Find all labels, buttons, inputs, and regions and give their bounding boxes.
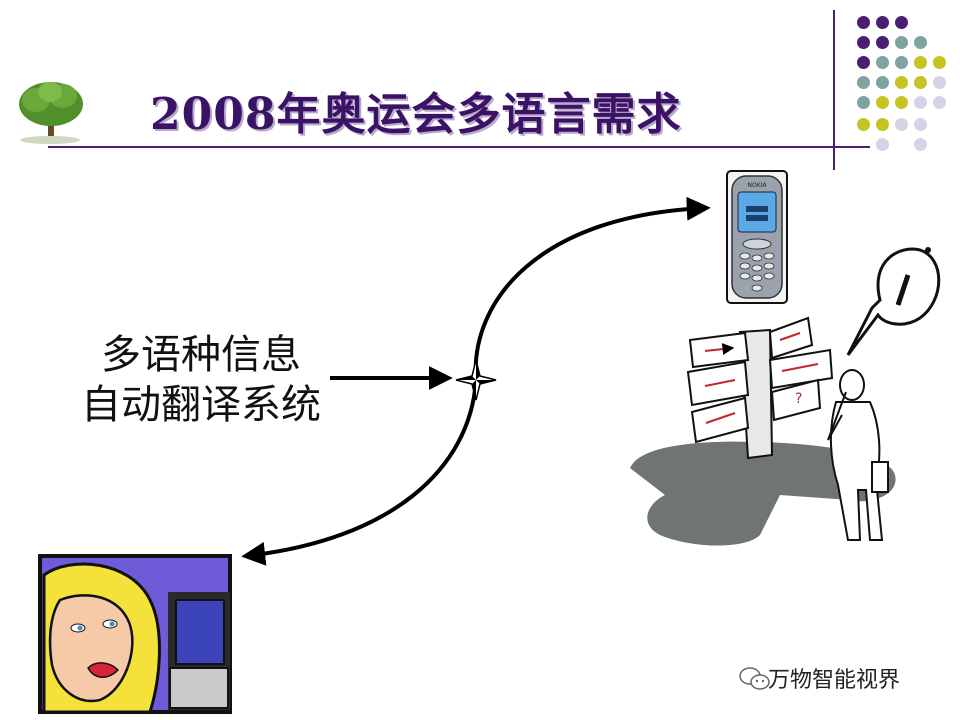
- dot: [914, 96, 927, 109]
- arrow-to-phone: [473, 196, 711, 381]
- dot: [857, 36, 870, 49]
- dot: [933, 56, 946, 69]
- watermark: 万物智能视界: [728, 658, 948, 698]
- dot: [914, 118, 927, 131]
- title-underline: [48, 146, 870, 148]
- arrow-to-woman: [241, 379, 478, 566]
- tree-icon: [19, 82, 83, 144]
- mobile-phone-icon: NOKIA: [726, 170, 788, 304]
- vertical-rule: [833, 10, 835, 170]
- dot: [914, 36, 927, 49]
- system-label: 多语种信息 自动翻译系统: [46, 330, 356, 430]
- system-label-line1: 多语种信息: [101, 332, 301, 378]
- dot: [876, 96, 889, 109]
- dot: [933, 96, 946, 109]
- dot: [876, 118, 889, 131]
- slide-title: 2008年奥运会多语言需求: [150, 89, 682, 140]
- dot: [876, 16, 889, 29]
- dot: [895, 96, 908, 109]
- dot: [857, 118, 870, 131]
- svg-text:?: ?: [795, 391, 802, 407]
- dot: [914, 76, 927, 89]
- compass-star-icon: [455, 359, 497, 401]
- dot: [895, 16, 908, 29]
- chat-bubble-icon: [739, 667, 770, 690]
- dot: [876, 36, 889, 49]
- system-label-line2: 自动翻译系统: [81, 382, 321, 428]
- dot: [857, 76, 870, 89]
- flow-arrows: [241, 196, 711, 566]
- dot: [857, 16, 870, 29]
- woman-computer-illustration: [38, 554, 232, 714]
- dot: [933, 76, 946, 89]
- dot: [857, 96, 870, 109]
- dot: [876, 138, 889, 151]
- dot: [895, 76, 908, 89]
- signpost-man-illustration: ?: [630, 247, 941, 546]
- dot: [914, 138, 927, 151]
- dot: [895, 56, 908, 69]
- dot: [895, 36, 908, 49]
- dot: [895, 118, 908, 131]
- dot: [857, 56, 870, 69]
- dot: [876, 56, 889, 69]
- watermark-text: 万物智能视界: [768, 668, 901, 693]
- dot: [914, 56, 927, 69]
- dot: [876, 76, 889, 89]
- phone-brand: NOKIA: [747, 182, 767, 189]
